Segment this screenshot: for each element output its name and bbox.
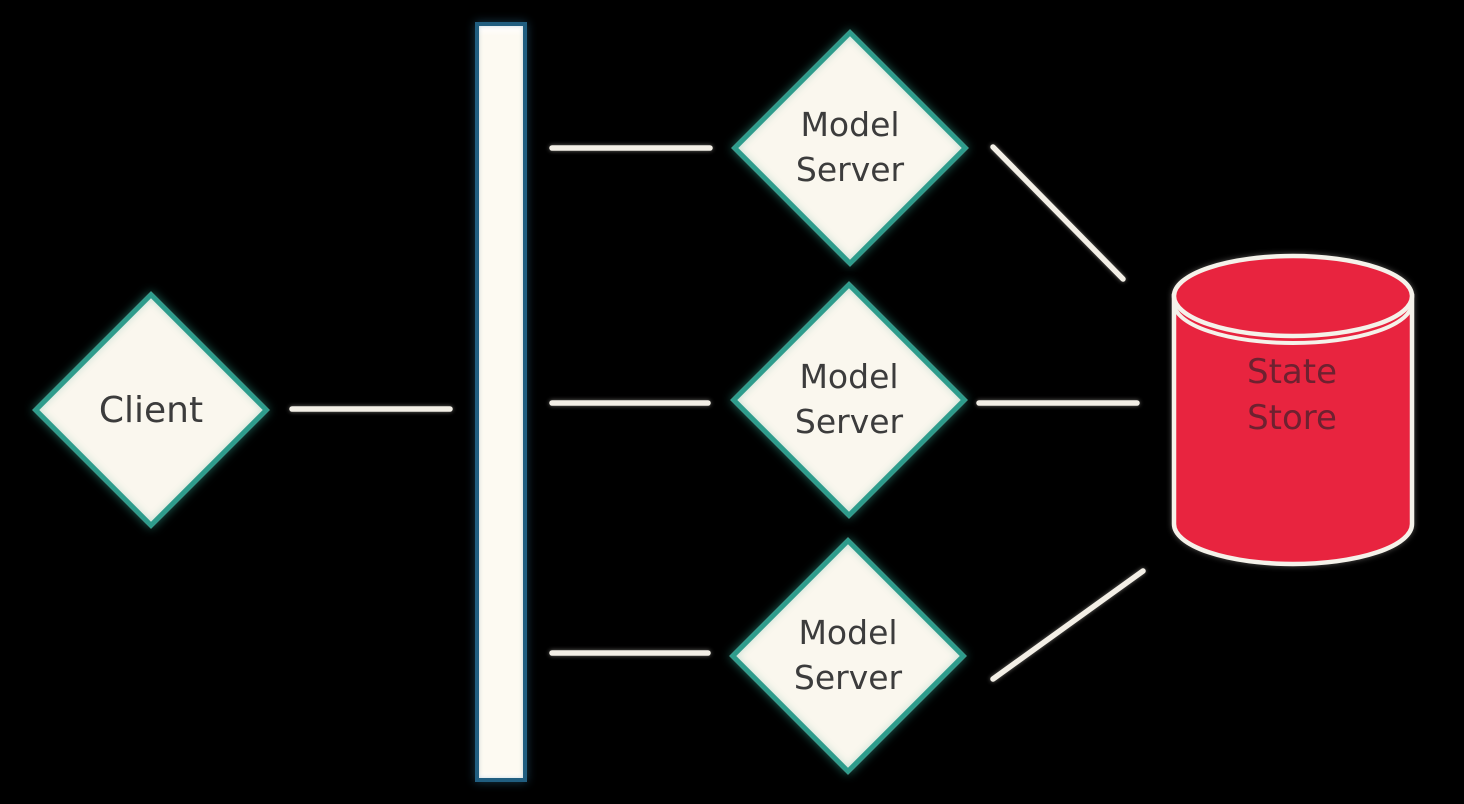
edge-model-server-3-to-state-store xyxy=(990,568,1146,682)
model-server-1-label: Model Server xyxy=(737,35,963,261)
cylinder-lid xyxy=(1171,253,1415,339)
model-server-3-label: Model Server xyxy=(735,543,961,769)
load-balancer-bar xyxy=(475,22,527,782)
model-server-2-label-text: Model Server xyxy=(794,357,904,441)
node-client: Client xyxy=(32,291,270,529)
node-model-server-3: Model Server xyxy=(729,537,967,775)
client-label: Client xyxy=(38,297,264,523)
model-server-2-label: Model Server xyxy=(736,287,962,513)
node-model-server-2: Model Server xyxy=(730,281,968,519)
edge-model-server-1-to-state-store xyxy=(990,144,1126,282)
state-store-label: State Store xyxy=(1172,334,1412,458)
state-store-label-text: State Store xyxy=(1247,352,1337,438)
node-model-server-1: Model Server xyxy=(731,29,969,267)
model-server-1-label-text: Model Server xyxy=(795,105,905,189)
model-server-3-label-text: Model Server xyxy=(793,613,903,697)
client-label-text: Client xyxy=(98,389,204,431)
